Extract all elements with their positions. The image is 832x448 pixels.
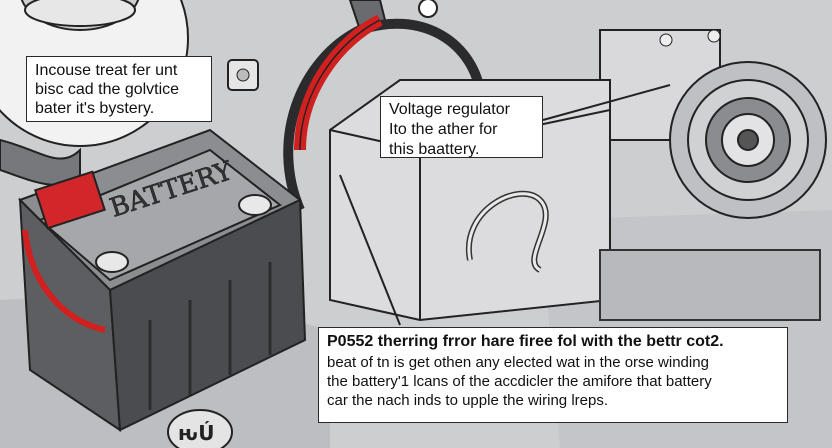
callout-bottom-title: P0552 therring frror hare firee fol with… (327, 332, 779, 351)
callout-top-left-line-3: bater it's bystery. (35, 99, 203, 118)
pointer-dot (419, 0, 437, 17)
callout-regulator-line-2: Ito the ather for (389, 120, 534, 140)
callout-top-left-line-2: bisc cad the golvtice (35, 80, 203, 99)
callout-top-left-line-1: Incouse treat fer unt (35, 61, 203, 80)
callout-bottom-line-3: car the nach inds to upple the wiring lr… (327, 391, 779, 410)
callout-regulator-line-3: this baattery. (389, 140, 534, 160)
floor-panel (600, 250, 820, 320)
callout-bottom: P0552 therring frror hare firee fol with… (318, 327, 788, 423)
floor-mark-text: ԋÚ (178, 421, 215, 445)
callout-bottom-line-2: the battery'1 lcans of the accdicler the… (327, 372, 779, 391)
callout-regulator-line-1: Voltage regulator (389, 100, 534, 120)
callout-bottom-line-1: beat of tn is get othen any elected wat … (327, 353, 779, 372)
callout-top-left: Incouse treat fer unt bisc cad the golvt… (26, 56, 212, 122)
callout-regulator: Voltage regulator Ito the ather for this… (380, 96, 543, 158)
